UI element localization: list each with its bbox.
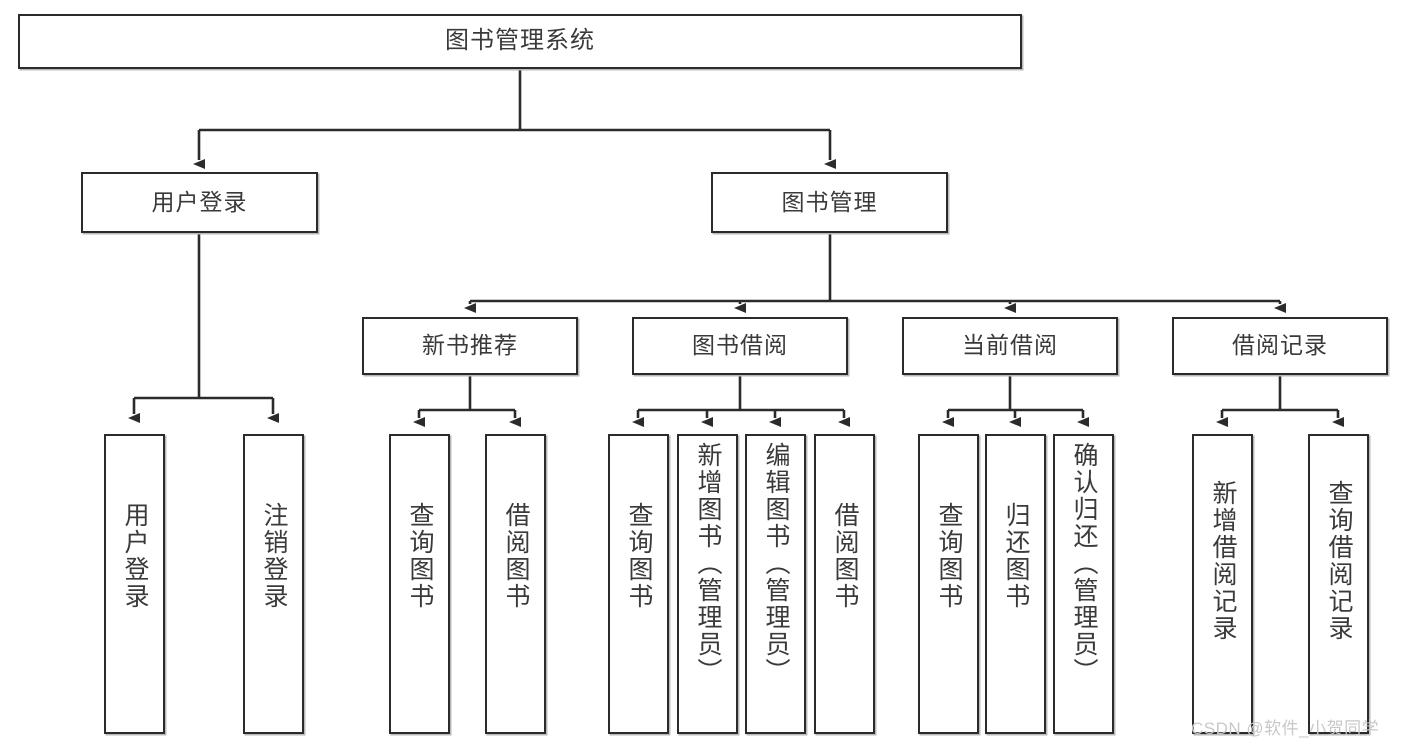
node-label: 借阅图书 [831,502,859,610]
node-label: 新增借阅记录 [1209,480,1237,642]
node-label: 新书推荐 [422,332,518,359]
node-label: 用户登录 [151,188,248,215]
node-label: 查询图书 [406,502,434,610]
node-borrow-record[interactable]: 借阅记录 [1172,317,1388,375]
node-label: 借阅记录 [1232,332,1328,359]
node-label: 编辑图书（管理员） [762,442,790,685]
leaf-current-borrow-confirm-return[interactable]: 确认归还（管理员） [1053,434,1114,734]
leaf-borrow-record-add[interactable]: 新增借阅记录 [1192,434,1253,734]
node-book-management[interactable]: 图书管理 [711,172,948,233]
node-label: 查询图书 [625,502,653,610]
leaf-book-borrow-query[interactable]: 查询图书 [608,434,669,734]
node-label: 查询借阅记录 [1325,480,1353,642]
node-label: 借阅图书 [502,502,530,610]
leaf-new-book-borrow[interactable]: 借阅图书 [485,434,546,734]
node-label: 当前借阅 [962,332,1058,359]
leaf-new-book-query[interactable]: 查询图书 [389,434,450,734]
node-label: 用户登录 [121,502,149,610]
node-label: 图书管理 [781,188,878,215]
node-new-book-recommend[interactable]: 新书推荐 [362,317,578,375]
leaf-book-borrow-add[interactable]: 新增图书（管理员） [677,434,738,734]
node-current-borrow[interactable]: 当前借阅 [902,317,1118,375]
node-book-borrow[interactable]: 图书借阅 [632,317,848,375]
leaf-user-login-logout[interactable]: 注销登录 [243,434,304,734]
leaf-current-borrow-query[interactable]: 查询图书 [918,434,979,734]
leaf-borrow-record-query[interactable]: 查询借阅记录 [1308,434,1369,734]
leaf-book-borrow-edit[interactable]: 编辑图书（管理员） [745,434,806,734]
node-label: 图书借阅 [692,332,788,359]
node-label: 注销登录 [260,502,288,610]
leaf-user-login-login[interactable]: 用户登录 [104,434,165,734]
node-label: 图书管理系统 [445,27,595,55]
leaf-book-borrow-borrow[interactable]: 借阅图书 [814,434,875,734]
node-label: 确认归还（管理员） [1070,442,1098,685]
node-label: 查询图书 [935,502,963,610]
node-user-login[interactable]: 用户登录 [81,172,318,233]
node-label: 新增图书（管理员） [694,442,722,685]
leaf-current-borrow-return[interactable]: 归还图书 [985,434,1046,734]
node-label: 归还图书 [1002,502,1030,610]
node-root-system[interactable]: 图书管理系统 [18,14,1022,69]
csdn-watermark: CSDN @软件_小贺同学 [1191,719,1380,738]
